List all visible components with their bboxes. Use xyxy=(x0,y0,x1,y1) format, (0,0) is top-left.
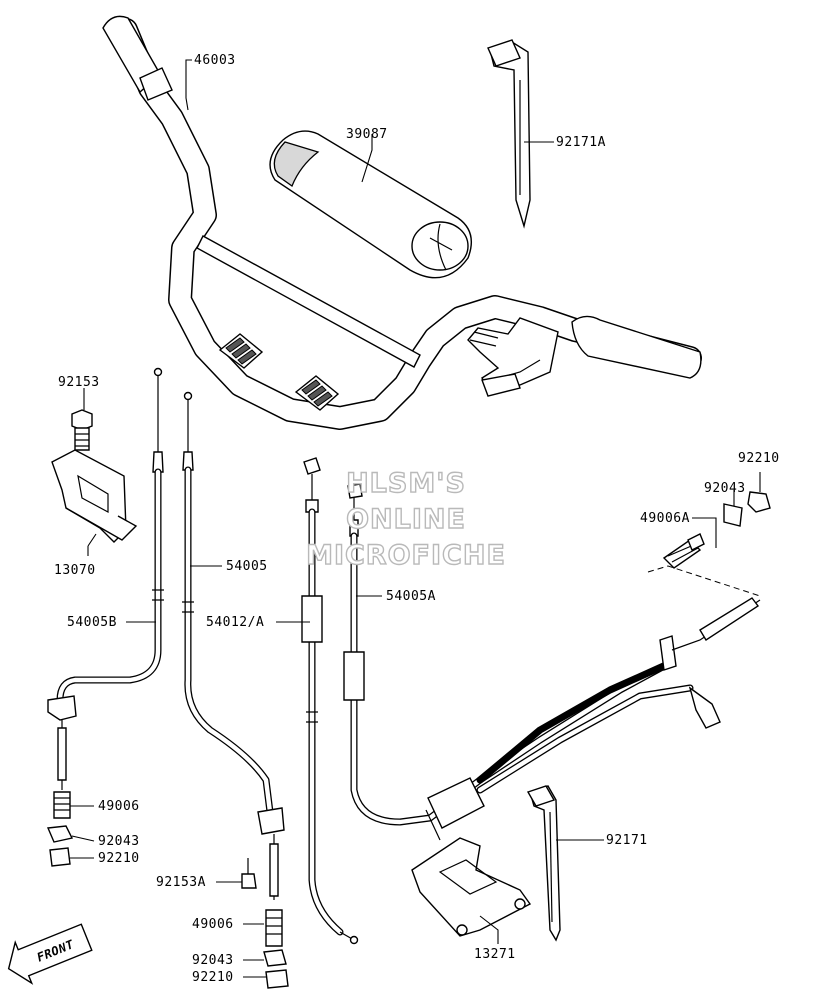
bracket-13271-drawing xyxy=(411,837,532,937)
label-92171a: 92171A xyxy=(556,135,606,150)
leader-lines xyxy=(70,59,761,978)
label-46003: 46003 xyxy=(194,53,236,68)
label-92043-bottom: 92043 xyxy=(192,953,234,968)
cable-54012a-drawing xyxy=(301,457,359,945)
front-arrow-badge: FRONT xyxy=(7,923,93,985)
label-92210-right: 92210 xyxy=(738,451,780,466)
knurl-band-right xyxy=(294,375,340,411)
bolt-92153-drawing xyxy=(71,409,93,451)
label-49006-bottom: 49006 xyxy=(192,917,234,932)
label-49006-left: 49006 xyxy=(98,799,140,814)
label-39087: 39087 xyxy=(346,127,388,142)
label-54012a: 54012/A xyxy=(206,615,264,630)
label-13070: 13070 xyxy=(54,563,96,578)
watermark-line-2: ONLINE xyxy=(346,504,466,535)
knurl-band-left xyxy=(218,333,264,369)
watermark: HLSM'S ONLINE MICROFICHE xyxy=(305,467,506,571)
cable-54005a-drawing xyxy=(343,483,761,841)
label-13271: 13271 xyxy=(474,947,516,962)
bracket-13070-drawing xyxy=(51,449,138,543)
label-92043-left: 92043 xyxy=(98,834,140,849)
label-92171: 92171 xyxy=(606,833,648,848)
label-92210-left: 92210 xyxy=(98,851,140,866)
part-labels: 46003 39087 92171A 92153 13070 54005 540… xyxy=(54,53,780,985)
strap-92171a-drawing xyxy=(487,39,531,229)
label-92210-bottom: 92210 xyxy=(192,970,234,985)
label-92153-top: 92153 xyxy=(58,375,100,390)
label-54005: 54005 xyxy=(226,559,268,574)
label-54005b: 54005B xyxy=(67,615,117,630)
cable-54005-drawing xyxy=(182,391,289,989)
label-49006a: 49006A xyxy=(640,511,690,526)
watermark-line-1: HLSM'S xyxy=(346,468,466,499)
label-92153a: 92153A xyxy=(156,875,206,890)
assembly-dash-line xyxy=(647,565,761,597)
label-92043-right: 92043 xyxy=(704,481,746,496)
watermark-line-3: MICROFICHE xyxy=(306,540,506,571)
adjuster-49006a-drawing xyxy=(662,491,771,569)
strap-92171-drawing xyxy=(526,785,561,942)
handlebar-pad-drawing xyxy=(269,130,472,279)
handlebar-drawing xyxy=(102,15,702,430)
cable-54005b-drawing xyxy=(46,367,164,867)
label-54005a: 54005A xyxy=(386,589,436,604)
